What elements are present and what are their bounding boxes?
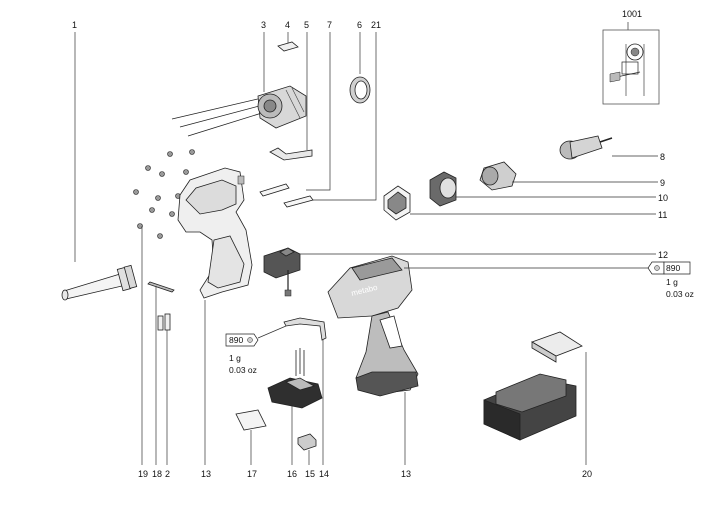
callout-20: 20: [582, 469, 592, 479]
callout-7: 7: [327, 20, 332, 30]
callout-8: 8: [660, 152, 665, 162]
ring-part-6: [349, 76, 371, 104]
detail-box-1001: [602, 29, 660, 105]
grip-sleeve-part: [61, 264, 138, 301]
lubricant-tag-right: 890 1 g 0.03 oz: [647, 261, 694, 299]
callout-10: 10: [658, 193, 668, 203]
callout-1001: 1001: [622, 9, 642, 19]
callout-13-left: 13: [201, 469, 211, 479]
callout-12: 12: [658, 250, 668, 260]
assembled-tool: metabo: [327, 255, 419, 397]
plate-part-11: [383, 185, 411, 221]
label-part-17: [235, 409, 267, 431]
callout-16: 16: [287, 469, 297, 479]
callout-2: 2: [165, 469, 170, 479]
lubricant-tag-left: 890 1 g 0.03 oz: [225, 333, 259, 375]
callout-1: 1: [72, 20, 77, 30]
callout-17: 17: [247, 469, 257, 479]
cap-part-10: [429, 171, 457, 207]
electronics-part-16: [267, 348, 323, 409]
battery-cover-part: [531, 331, 583, 363]
leader-lubricant-left: [257, 325, 287, 339]
leader-7: [306, 32, 331, 191]
strip-part-2a: [157, 315, 164, 331]
callout-4: 4: [285, 20, 290, 30]
callout-3: 3: [261, 20, 266, 30]
pin-part-18: [147, 281, 175, 293]
strip-part-21: [283, 195, 314, 208]
housing-half-left: [177, 167, 253, 299]
lubricant-right-weight: 1 g: [666, 277, 678, 287]
callout-18: 18: [152, 469, 162, 479]
bit-holder-part-8: [559, 135, 613, 160]
callout-6: 6: [357, 20, 362, 30]
callout-11: 11: [658, 210, 667, 220]
switch-part-12: [263, 247, 301, 297]
callout-15: 15: [305, 469, 315, 479]
connector-part-15: [297, 433, 317, 451]
lubricant-left-code: 890: [229, 335, 243, 345]
clip-part-14: [283, 317, 327, 341]
lubricant-left-weight: 1 g: [229, 353, 241, 363]
callout-5: 5: [304, 20, 309, 30]
lubricant-left-weight-oz: 0.03 oz: [229, 365, 257, 375]
leader-21: [310, 32, 377, 201]
battery-pack: [483, 373, 577, 441]
screw-set: [133, 149, 195, 239]
callout-21: 21: [371, 20, 381, 30]
callout-13-right: 13: [401, 469, 411, 479]
pad-part-4: [277, 41, 299, 52]
strip-part-7: [259, 183, 290, 197]
motor-part: [171, 85, 307, 137]
callout-19: 19: [138, 469, 148, 479]
sleeve-part-9: [479, 161, 517, 191]
callout-9: 9: [660, 178, 665, 188]
callout-14: 14: [319, 469, 329, 479]
strip-part-2b: [164, 313, 171, 331]
lubricant-right-weight-oz: 0.03 oz: [666, 289, 694, 299]
lubricant-right-code: 890: [666, 263, 680, 273]
bracket-part-5: [269, 147, 313, 161]
